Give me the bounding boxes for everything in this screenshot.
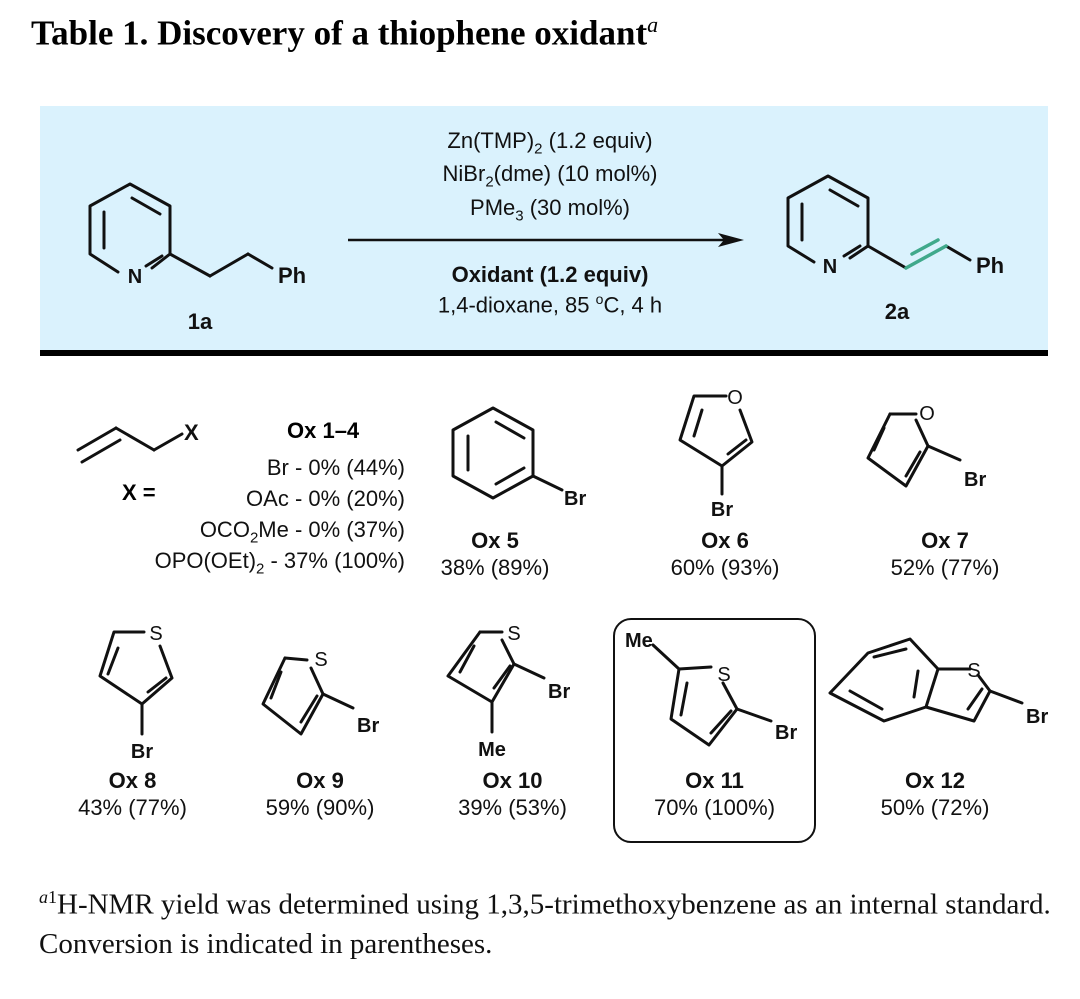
structure-allyl-x: X [76,420,199,464]
footnote-marker: a [39,887,48,907]
atom-me: Me [478,739,506,761]
phenyl-label: Ph [278,263,306,288]
structure-ox5: Br [451,406,586,510]
oxidant-ox8: Ox 8 43% (77%) [40,768,225,821]
oxidant-name: Ox 12 [905,768,965,793]
structure-ox6: O Br [678,387,754,521]
footnote-marker: a [647,12,659,37]
oxidant-yield: 59% (90%) [265,795,375,820]
oxidant-name: Ox 10 [482,768,543,793]
new-double-bond [904,238,948,270]
oxidant-ox11: Ox 11 70% (100%) [613,768,816,821]
structure-ox9: S Br [261,649,379,737]
atom-s: S [149,623,162,645]
oxidant-yield: 50% (72%) [880,795,990,820]
atom-br: Br [357,715,379,737]
atom-n: N [128,266,142,288]
atom-s: S [507,623,520,645]
condition-pme3: PMe3 (30 mol%) [470,194,630,225]
structure-ox10: S Br Me [446,623,570,761]
structure-1a: N Ph 1a [88,182,306,334]
oxidant-yield: 52% (77%) [890,555,1000,580]
oxidant-name: Ox 5 [471,528,519,553]
compound-label-1a: 1a [188,309,213,334]
table-title-text: Table 1. Discovery of a thiophene oxidan… [31,13,648,53]
atom-br: Br [964,469,986,491]
phenyl-label: Ph [976,253,1004,278]
structure-ox8: S Br [98,623,174,763]
ox-2-row: OAc - 0% (20%) [246,486,405,511]
x-substituent: X [184,420,199,445]
atom-br: Br [775,722,797,744]
oxidant-name: Ox 11 [685,768,744,793]
selected-oxidant-box [613,618,816,843]
atom-br: Br [564,488,586,510]
atom-s: S [967,660,980,682]
atom-br: Br [1026,706,1048,728]
footnote-text: H-NMR yield was determined using 1,3,5-t… [39,888,1051,960]
reaction-conditions-above: Zn(TMP)2 (1.2 equiv) NiBr2(dme) (10 mol%… [340,128,760,228]
structure-ox11: Me S Br [625,630,797,747]
oxidant-yield: 70% (100%) [653,795,776,820]
atom-o: O [727,387,743,409]
atom-br: Br [548,681,570,703]
condition-solvent: 1,4-dioxane, 85 oC, 4 h [437,291,663,318]
oxidant-yield: 38% (89%) [440,555,550,580]
ox-1-4-results: Br - 0% (44%) OAc - 0% (20%) OCO2Me - 0%… [60,455,405,585]
atom-br: Br [131,741,153,763]
isotope-superscript: 1 [48,887,57,907]
oxidant-ox5: Ox 5 38% (89%) [420,528,570,581]
oxidant-ox7: Ox 7 52% (77%) [860,528,1030,581]
ox-1-row: Br - 0% (44%) [266,455,405,480]
oxidant-name: Ox 6 [701,528,749,553]
reaction-scheme-panel [40,106,1048,351]
atom-o: O [919,403,935,425]
ox-3-row: OCO2Me - 0% (37%) [199,517,405,547]
scheme-separator-bar [40,350,1048,356]
oxidant-ox6: Ox 6 60% (93%) [640,528,810,581]
reaction-conditions-below: Oxidant (1.2 equiv) 1,4-dioxane, 85 oC, … [340,262,760,317]
structure-2a: N Ph 2a [786,174,1004,324]
oxidant-ox10: Ox 10 39% (53%) [420,768,605,821]
atom-br: Br [711,499,733,521]
atom-s: S [717,664,730,686]
structure-ox7: O Br [866,403,986,491]
oxidant-yield: 43% (77%) [78,795,187,820]
table-footnote: a1H-NMR yield was determined using 1,3,5… [39,878,1079,964]
structure-ox12: S Br [828,637,1048,728]
condition-zn: Zn(TMP)2 (1.2 equiv) [447,128,653,158]
oxidant-yield: 60% (93%) [670,555,780,580]
atom-s: S [314,649,327,671]
reaction-arrow-icon [348,233,744,247]
oxidant-name: Ox 8 [108,768,157,793]
ox-4-row: OPO(OEt)2 - 37% (100%) [154,548,405,578]
compound-label-2a: 2a [885,299,910,324]
atom-me: Me [625,630,653,652]
oxidant-yield: 39% (53%) [458,795,567,820]
atom-n: N [823,256,837,278]
oxidant-ox12: Ox 12 50% (72%) [840,768,1030,821]
oxidant-ox9: Ox 9 59% (90%) [225,768,415,821]
ox-1-4-label: Ox 1–4 [287,418,360,443]
condition-oxidant: Oxidant (1.2 equiv) [451,262,649,287]
table-title: Table 1. Discovery of a thiophene oxidan… [31,12,658,54]
x-equals-label: X = [122,480,156,505]
oxidant-name: Ox 7 [921,528,969,553]
condition-ni: NiBr2(dme) (10 mol%) [442,161,658,191]
oxidant-name: Ox 9 [296,768,344,793]
